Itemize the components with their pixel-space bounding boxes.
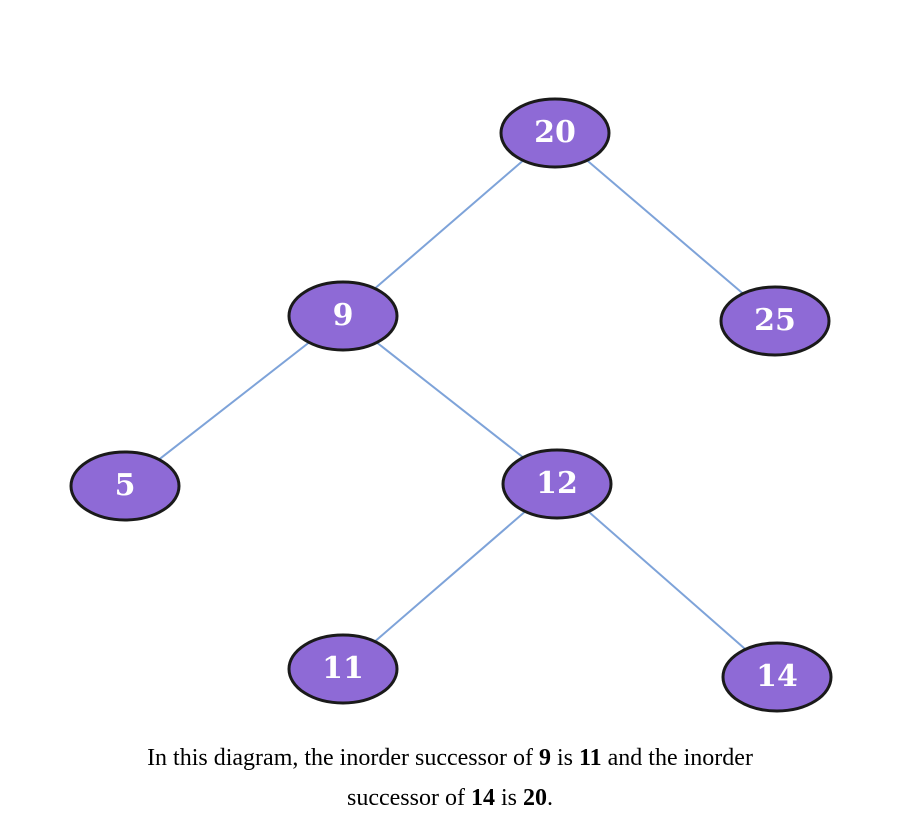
- caption-text: is: [550, 745, 579, 771]
- tree-edge: [342, 483, 558, 670]
- caption-text: successor of: [347, 785, 471, 811]
- tree-canvas: 20 9 25 5 12 11 14: [69, 97, 833, 713]
- tree-edge: [554, 132, 776, 322]
- tree-edge: [342, 132, 556, 317]
- tree-node-label: 20: [534, 115, 576, 150]
- caption-bold-value: 20: [522, 785, 547, 811]
- tree-node-ellipse: [721, 641, 833, 713]
- tree-edge: [342, 315, 558, 485]
- tree-node: 14: [721, 641, 833, 713]
- tree-node-label: 5: [115, 468, 136, 503]
- tree-edge: [124, 315, 344, 487]
- caption-bold-value: 9: [538, 745, 551, 771]
- tree-node-label: 25: [754, 303, 796, 338]
- tree-node: 25: [719, 285, 831, 357]
- caption-text: is: [494, 785, 523, 811]
- caption-bold-value: 11: [578, 745, 602, 771]
- caption-bold-value: 14: [470, 785, 495, 811]
- tree-edge: [556, 483, 778, 678]
- tree-node-ellipse: [719, 285, 831, 357]
- tree-node-ellipse: [287, 633, 399, 705]
- tree-node: 9: [287, 280, 399, 352]
- tree-node-ellipse: [499, 97, 611, 169]
- tree-node-label: 9: [333, 298, 354, 333]
- diagram-caption: In this diagram, the inorder successor o…: [0, 738, 900, 818]
- tree-edges: [124, 132, 778, 678]
- caption-text: In this diagram, the inorder successor o…: [147, 745, 539, 771]
- tree-node: 5: [69, 450, 181, 522]
- caption-text: .: [546, 785, 553, 811]
- tree-node-ellipse: [501, 448, 613, 520]
- tree-node: 20: [499, 97, 611, 169]
- tree-nodes: 20 9 25 5 12 11 14: [69, 97, 833, 713]
- tree-node-ellipse: [287, 280, 399, 352]
- tree-node-label: 11: [322, 651, 364, 686]
- caption-text: and the inorder: [601, 745, 753, 771]
- tree-node: 12: [501, 448, 613, 520]
- tree-node-label: 12: [536, 466, 578, 501]
- tree-node-ellipse: [69, 450, 181, 522]
- tree-node: 11: [287, 633, 399, 705]
- tree-node-label: 14: [756, 659, 798, 694]
